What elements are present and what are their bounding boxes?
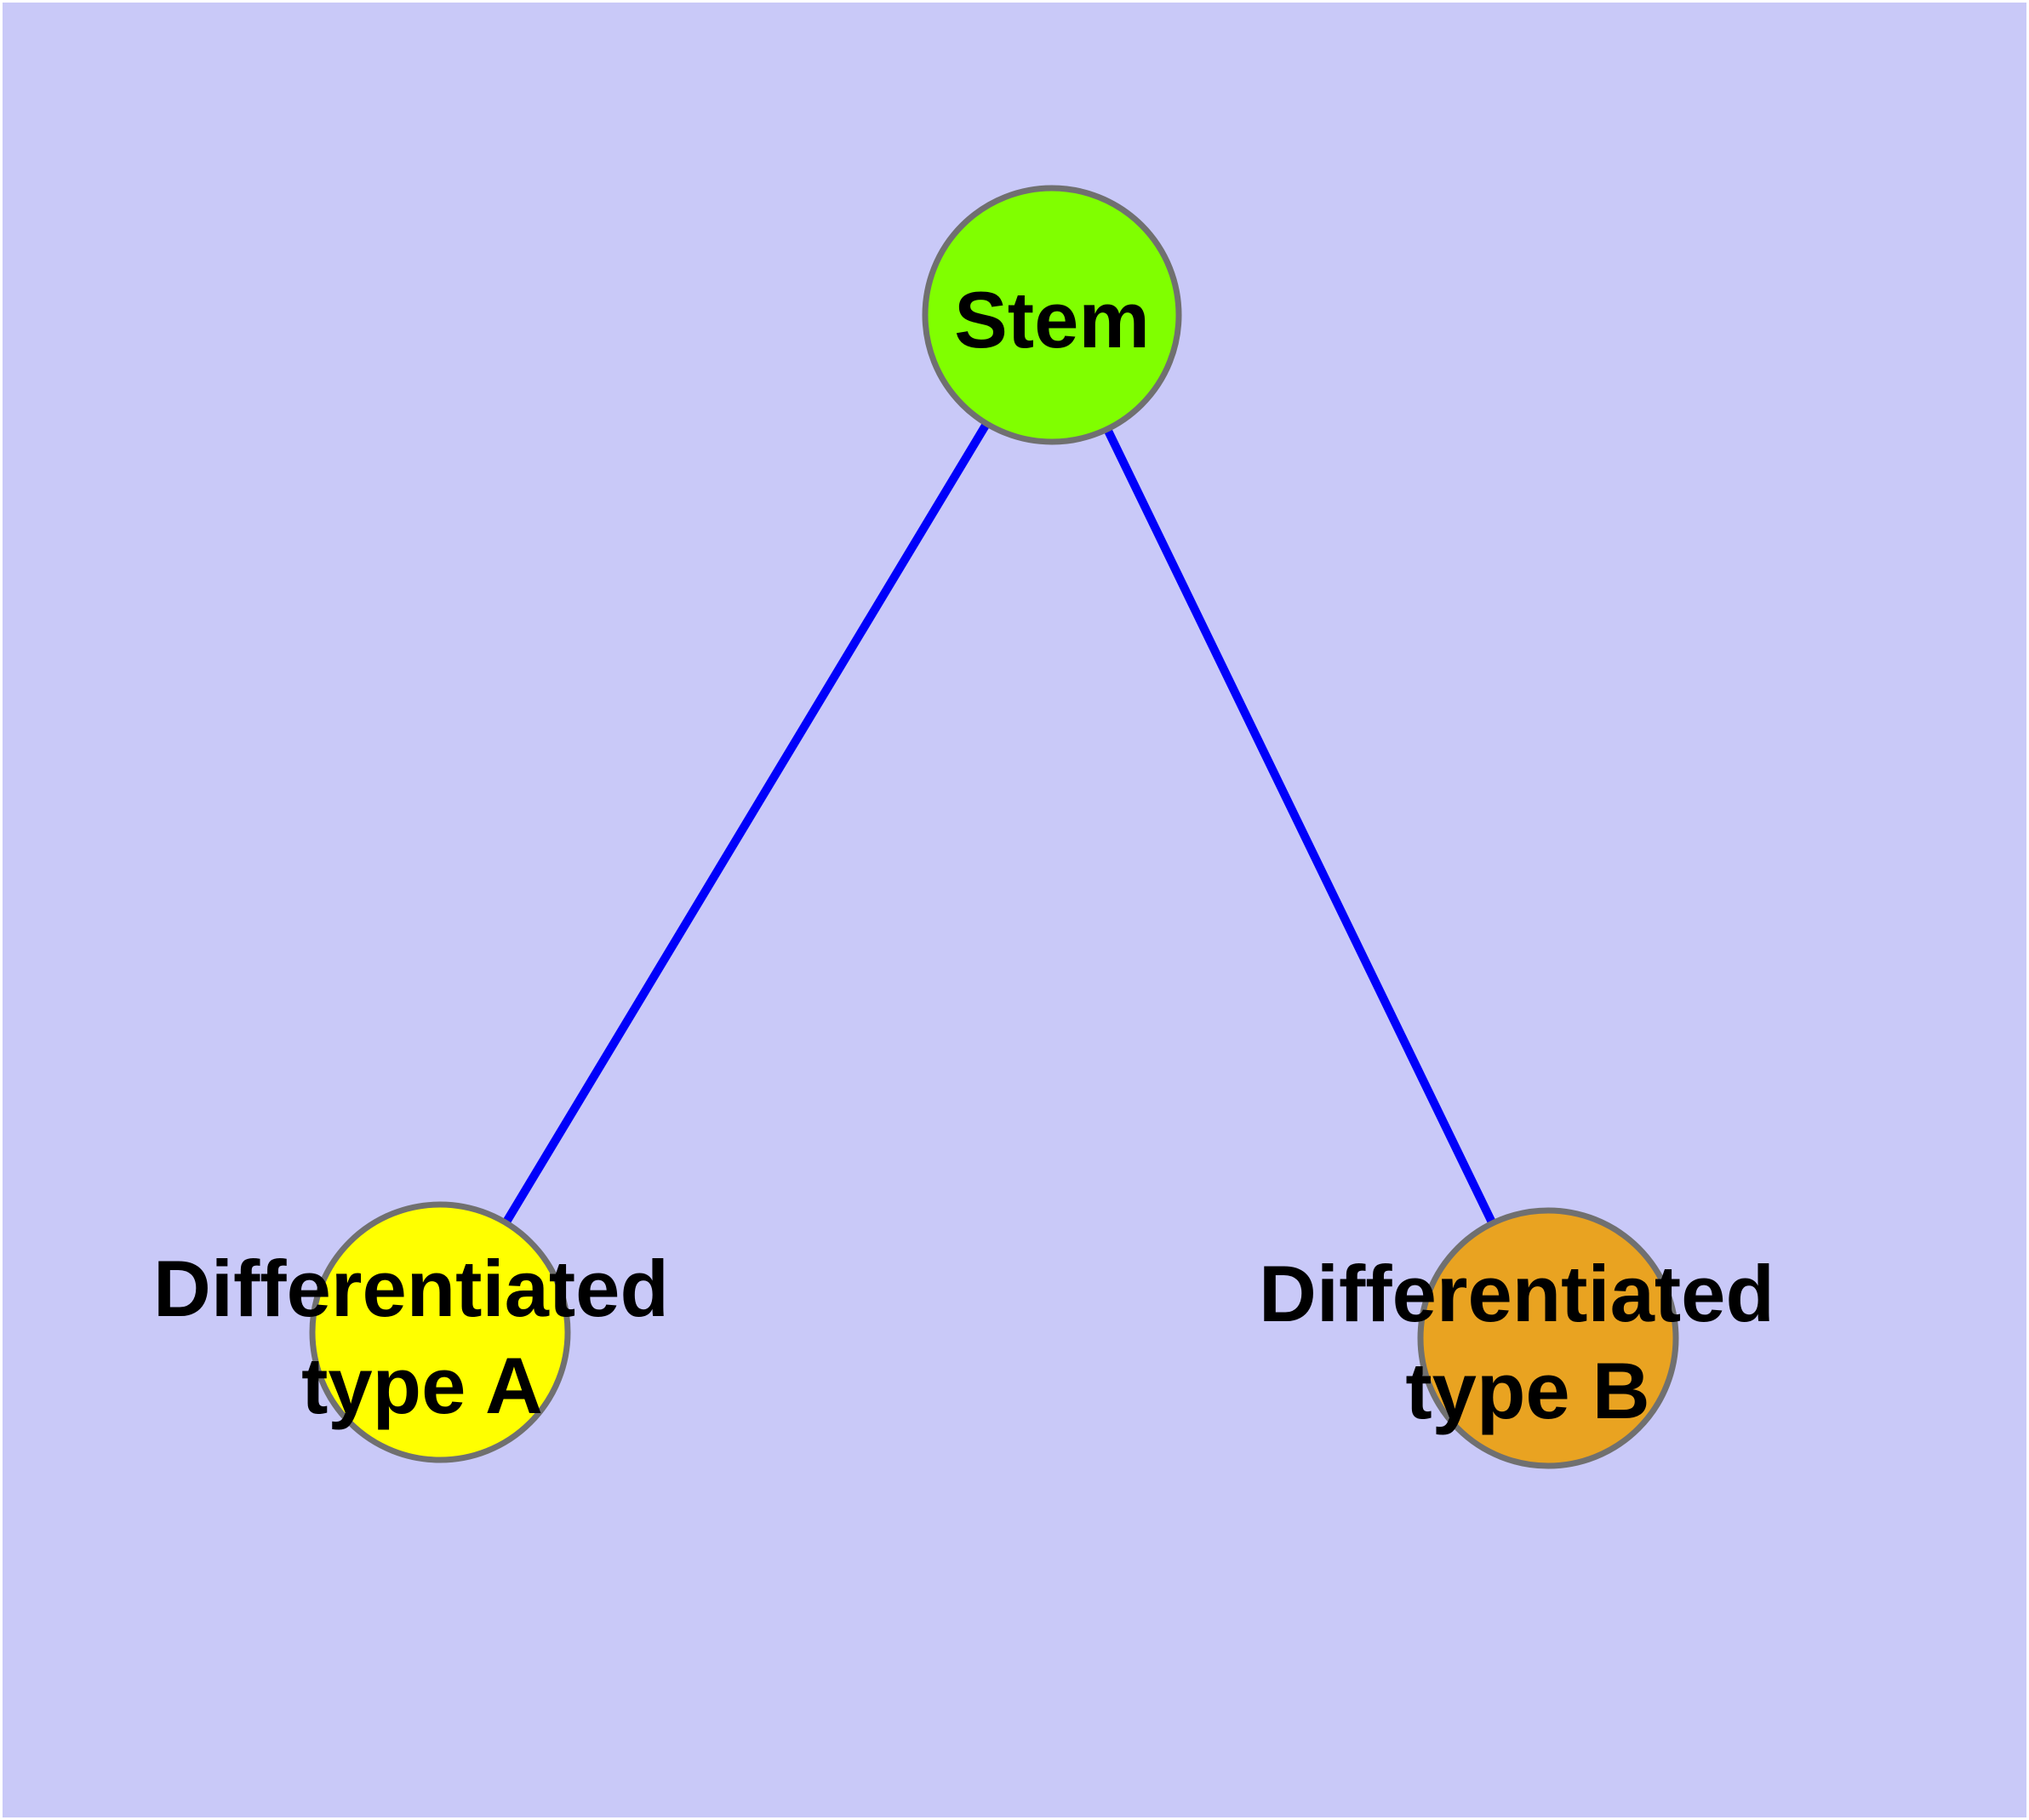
node-label-differentiated-type-a: Differentiated type A	[153, 1244, 691, 1430]
node-label-differentiated-type-b: Differentiated type B	[1259, 1249, 1797, 1435]
node-label-type-b-line1: Differentiated	[1259, 1249, 1775, 1338]
node-differentiated-type-a	[309, 1201, 571, 1463]
node-stem	[922, 185, 1182, 445]
node-differentiated-type-b	[1417, 1207, 1679, 1469]
node-label-stem: Stem	[954, 275, 1150, 364]
node-label-type-a-line1: Differentiated	[153, 1244, 669, 1333]
edge-stem-to-type-a	[436, 311, 1056, 1336]
node-label-type-b-line2: type B	[1405, 1346, 1649, 1435]
edge-stem-to-type-b	[1048, 311, 1552, 1342]
node-label-type-a-line2: type A	[301, 1341, 543, 1430]
